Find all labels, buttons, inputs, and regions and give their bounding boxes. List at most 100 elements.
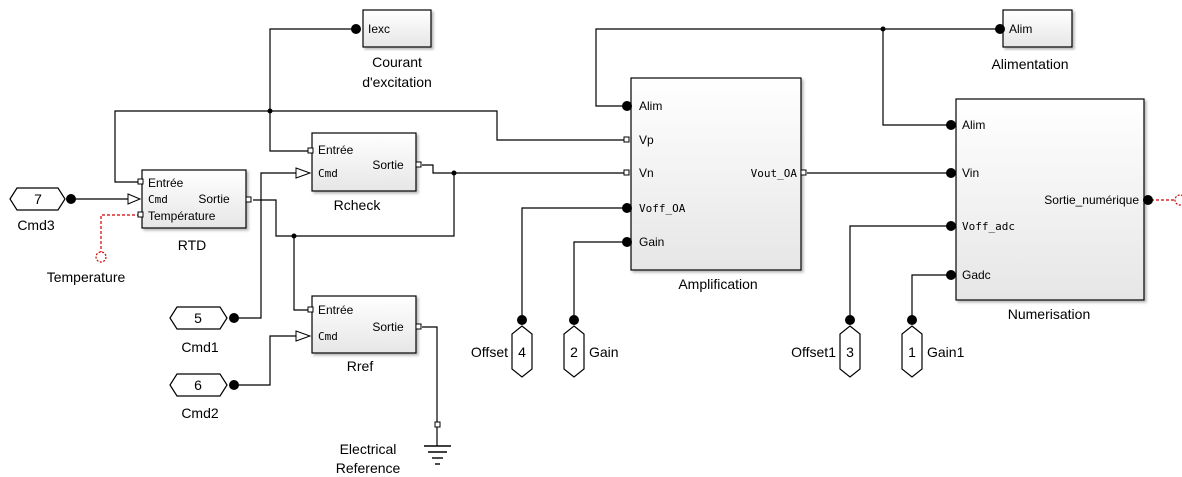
port-dot xyxy=(946,270,956,280)
inport-gain-number: 2 xyxy=(570,344,578,360)
junction-dot xyxy=(291,233,297,239)
inport-offset[interactable]: 4 Offset xyxy=(471,315,533,378)
rcheck-port-cmd: Cmd xyxy=(318,167,338,180)
wire-cmd2 xyxy=(236,335,296,386)
amplification-block[interactable]: Alim Vp Vn Voff_OA Gain Vout_OA Amplific… xyxy=(622,77,807,292)
inport-gain-label: Gain xyxy=(589,344,619,360)
inport-cmd2[interactable]: 6 Cmd2 xyxy=(169,373,239,421)
port-square xyxy=(137,211,144,218)
inport-offset1[interactable]: 3 Offset1 xyxy=(791,315,861,378)
port-square xyxy=(307,306,314,313)
rtd-port-sortie: Sortie xyxy=(198,192,230,206)
num-port-sortie: Sortie_numérique xyxy=(1044,193,1139,207)
inport-cmd1-label: Cmd1 xyxy=(181,339,219,355)
wire-gain xyxy=(573,241,624,321)
inport-cmd3-number: 7 xyxy=(34,191,42,207)
wire-alim xyxy=(595,28,997,107)
rtd-name: RTD xyxy=(178,237,207,253)
amp-port-gain: Gain xyxy=(639,235,664,249)
port-dot xyxy=(946,221,956,231)
wire-rref-ground xyxy=(422,326,438,422)
port-square xyxy=(137,178,144,185)
rref-port-entree: Entrée xyxy=(318,303,354,317)
port-dot xyxy=(622,101,632,111)
wire-offset xyxy=(521,207,624,321)
amplification-name: Amplification xyxy=(678,276,757,292)
rtd-port-cmd: Cmd xyxy=(148,193,168,206)
wire-alim-num xyxy=(882,29,948,126)
amp-port-voff: Voff_OA xyxy=(639,202,686,215)
num-port-vin: Vin xyxy=(962,166,979,180)
rref-port-sortie: Sortie xyxy=(372,320,404,334)
wire-rcheck-vn xyxy=(422,164,624,174)
wires xyxy=(75,26,1175,422)
inport-cmd2-label: Cmd2 xyxy=(181,405,219,421)
inport-cmd3-label: Cmd3 xyxy=(17,217,55,233)
wire-rtd-rref xyxy=(293,236,310,311)
inport-cmd2-number: 6 xyxy=(194,377,202,393)
iexc-name-line2: d'excitation xyxy=(362,74,432,90)
inport-gain1[interactable]: 1 Gain1 xyxy=(901,315,965,378)
iexc-port-label: Iexc xyxy=(368,22,390,36)
alimentation-name: Alimentation xyxy=(991,56,1068,72)
inport-offset1-label: Offset1 xyxy=(791,344,836,360)
port-dot xyxy=(995,24,1005,34)
port-dot xyxy=(351,24,361,34)
wire-temperature xyxy=(100,214,140,252)
temperature-connection-port[interactable]: Temperature xyxy=(47,251,126,285)
port-dot xyxy=(569,315,579,325)
num-port-voff: Voff_adc xyxy=(962,220,1015,233)
rcheck-block[interactable]: Entrée Cmd Sortie Rcheck xyxy=(295,132,422,213)
electrical-reference-line1: Electrical xyxy=(340,441,397,457)
numerisation-block[interactable]: Alim Vin Voff_adc Gadc Sortie_numérique … xyxy=(946,98,1153,322)
electrical-reference-line2: Reference xyxy=(336,460,401,476)
port-square xyxy=(623,169,630,176)
rtd-port-temperature: Température xyxy=(148,209,216,223)
port-dot xyxy=(229,380,239,390)
electrical-reference-block[interactable]: Electrical Reference xyxy=(336,421,451,476)
rref-port-cmd: Cmd xyxy=(318,330,338,343)
iexc-name-line1: Courant xyxy=(372,54,422,70)
temperature-label: Temperature xyxy=(47,269,126,285)
port-dot xyxy=(845,315,855,325)
num-port-gadc: Gadc xyxy=(962,268,991,282)
junction-dot xyxy=(451,170,457,176)
port-dot xyxy=(517,315,527,325)
wire-vp-loop xyxy=(114,110,624,183)
inport-offset1-number: 3 xyxy=(846,344,854,360)
inport-cmd3[interactable]: 7 Cmd3 xyxy=(9,187,76,233)
rref-name: Rref xyxy=(347,358,374,374)
inport-gain[interactable]: 2 Gain xyxy=(563,315,619,378)
junction-dot xyxy=(880,26,886,32)
input-arrow xyxy=(295,167,312,179)
sortie-numerique-connection-port[interactable] xyxy=(1174,194,1182,206)
port-square xyxy=(800,169,807,176)
port-dot xyxy=(1143,195,1153,205)
amp-port-alim: Alim xyxy=(639,99,662,113)
wire-offset1 xyxy=(849,225,948,321)
junction-dot xyxy=(267,108,273,114)
wire-iexc xyxy=(269,28,352,152)
inport-offset-number: 4 xyxy=(518,344,526,360)
rcheck-port-sortie: Sortie xyxy=(372,158,404,172)
inport-cmd1-number: 5 xyxy=(194,310,202,326)
rtd-block[interactable]: Entrée Cmd Température Sortie RTD xyxy=(127,169,252,253)
num-port-alim: Alim xyxy=(962,118,985,132)
rcheck-name: Rcheck xyxy=(334,197,382,213)
inport-gain1-label: Gain1 xyxy=(927,344,965,360)
numerisation-name: Numerisation xyxy=(1008,306,1090,322)
port-dot xyxy=(622,203,632,213)
inport-cmd1[interactable]: 5 Cmd1 xyxy=(169,306,239,355)
port-square xyxy=(434,421,441,428)
port-dot xyxy=(229,313,239,323)
port-dot xyxy=(946,120,956,130)
port-dot xyxy=(907,315,917,325)
alimentation-port-label: Alim xyxy=(1009,22,1032,36)
amp-port-vp: Vp xyxy=(639,133,654,147)
inport-offset-label: Offset xyxy=(471,344,508,360)
alimentation-block[interactable]: Alim Alimentation xyxy=(991,9,1073,72)
rref-block[interactable]: Entrée Cmd Sortie Rref xyxy=(295,295,422,374)
input-arrow xyxy=(127,193,142,205)
iexc-block[interactable]: Iexc Courant d'excitation xyxy=(351,9,432,90)
